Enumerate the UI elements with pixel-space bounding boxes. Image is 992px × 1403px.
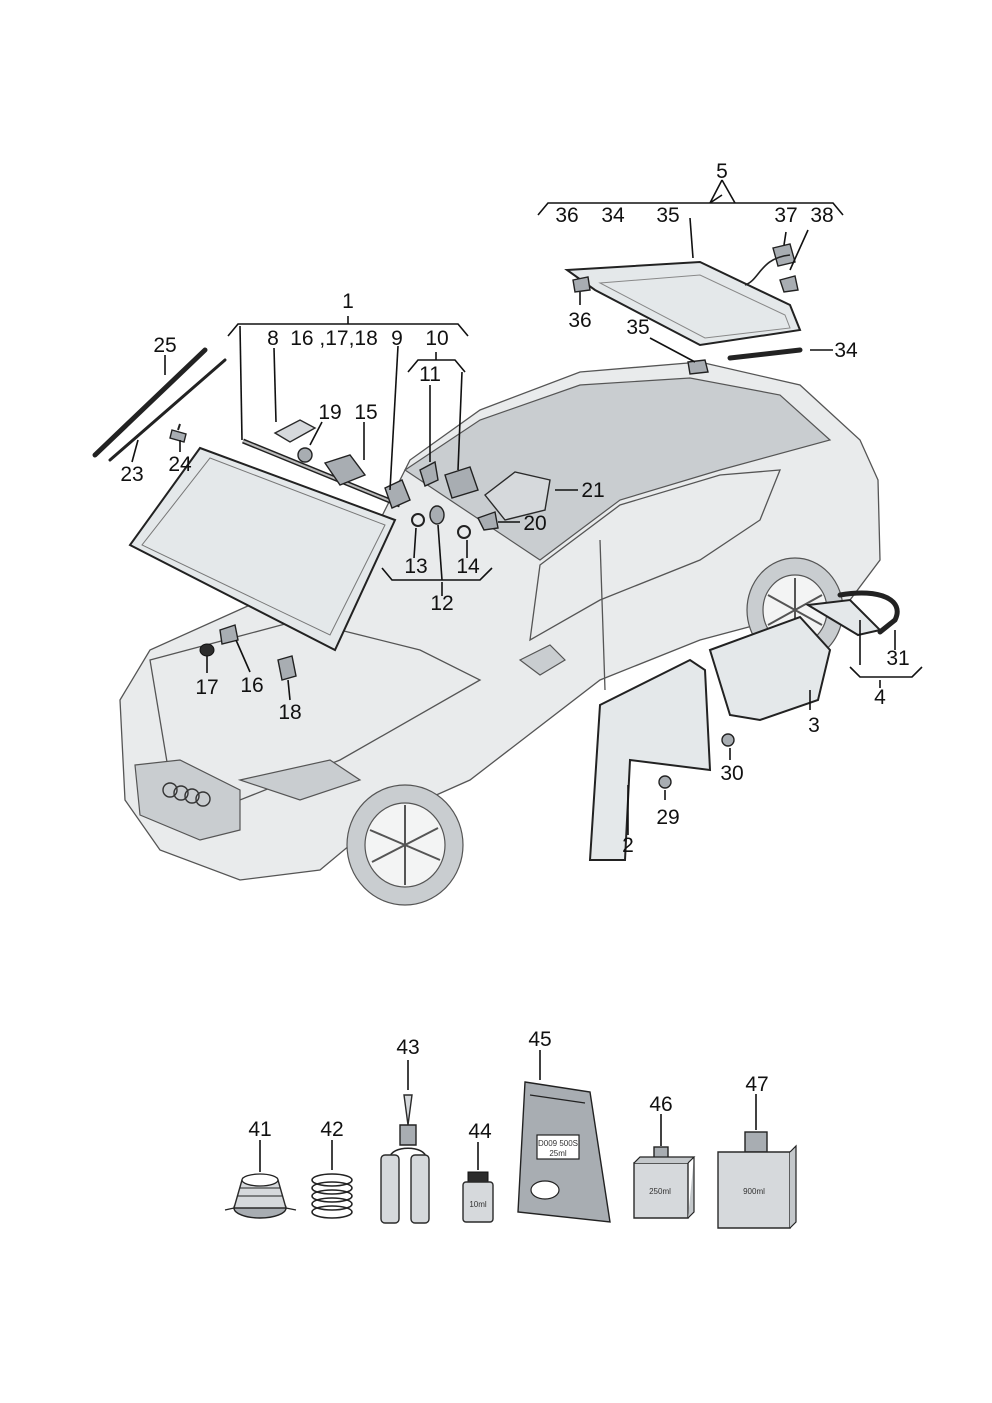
callout-20: 20 xyxy=(523,512,546,535)
callout-4: 4 xyxy=(874,686,886,709)
windscreen-icon xyxy=(128,438,401,652)
callout-34-top: 34 xyxy=(601,204,625,227)
callout-11: 11 xyxy=(419,363,441,386)
trim-strips xyxy=(92,347,227,462)
housing-icon xyxy=(477,471,551,531)
callout-37: 37 xyxy=(774,204,797,227)
callout-25: 25 xyxy=(153,334,176,357)
callout-46: 46 xyxy=(649,1093,672,1116)
cleaner-box-icon: 250ml xyxy=(633,1146,696,1219)
callout-24: 24 xyxy=(168,453,192,476)
vial-44-label: 10ml xyxy=(469,1200,487,1209)
door-glass-icon xyxy=(588,590,900,861)
clip-icon xyxy=(169,423,187,443)
callout-12: 12 xyxy=(430,592,453,615)
callout-8: 8 xyxy=(267,327,279,350)
callout-29: 29 xyxy=(656,806,679,829)
sealant-roll-icon xyxy=(224,1173,297,1219)
coil-icon xyxy=(311,1173,353,1219)
callout-30: 30 xyxy=(720,762,743,785)
callout-9: 9 xyxy=(391,327,403,350)
bracket-icon xyxy=(273,419,317,463)
leader-lines xyxy=(131,179,923,1172)
callout-3: 3 xyxy=(808,714,820,737)
callout-44: 44 xyxy=(468,1120,492,1143)
front-wheel xyxy=(346,784,464,906)
sensor-parts-icon xyxy=(384,460,479,539)
bag-45-label-1: D009 500S xyxy=(538,1139,578,1148)
callout-43: 43 xyxy=(396,1036,419,1059)
primer-bag-icon: D009 500S 25ml xyxy=(517,1081,611,1223)
callout-19: 19 xyxy=(318,401,341,424)
box-47-label: 900ml xyxy=(743,1187,765,1196)
callout-17: 17 xyxy=(195,676,218,699)
washer-parts-icon xyxy=(199,624,297,681)
callout-16: 16 xyxy=(240,674,263,697)
callout-36: 36 xyxy=(568,309,591,332)
callout-36-top: 36 xyxy=(555,204,578,227)
callout-14: 14 xyxy=(456,555,480,578)
callout-numbers: 1 8 16 ,17,18 9 10 11 19 15 25 23 24 13 … xyxy=(120,160,909,1143)
car-logo-rings xyxy=(162,782,211,807)
callout-21: 21 xyxy=(581,479,604,502)
callout-31: 31 xyxy=(886,647,909,670)
box-46-label: 250ml xyxy=(649,1187,671,1196)
bag-45-label-2: 25ml xyxy=(549,1149,567,1158)
callout-47: 47 xyxy=(745,1073,768,1096)
primer-vial-icon: 10ml xyxy=(462,1171,494,1223)
callout-1: 1 xyxy=(342,290,354,313)
callout-45: 45 xyxy=(528,1028,551,1051)
callout-35: 35 xyxy=(626,316,649,339)
cover-icon xyxy=(323,454,367,486)
callout-5: 5 xyxy=(716,160,728,183)
rear-window-icon xyxy=(564,243,803,375)
callout-35-top: 35 xyxy=(656,204,679,227)
callout-42: 42 xyxy=(320,1118,343,1141)
callout-2: 2 xyxy=(622,834,634,857)
callout-16-17-18: 16 ,17,18 xyxy=(290,327,378,350)
callout-23: 23 xyxy=(120,463,143,486)
callout-41: 41 xyxy=(248,1118,271,1141)
callout-18: 18 xyxy=(278,701,301,724)
cleaner-box-large-icon: 900ml xyxy=(717,1131,797,1229)
callout-13: 13 xyxy=(404,555,427,578)
callout-10: 10 xyxy=(425,327,448,350)
callout-38: 38 xyxy=(810,204,833,227)
callout-15: 15 xyxy=(354,401,377,424)
callout-34: 34 xyxy=(834,339,858,362)
adhesive-cartridge-icon xyxy=(380,1094,430,1224)
